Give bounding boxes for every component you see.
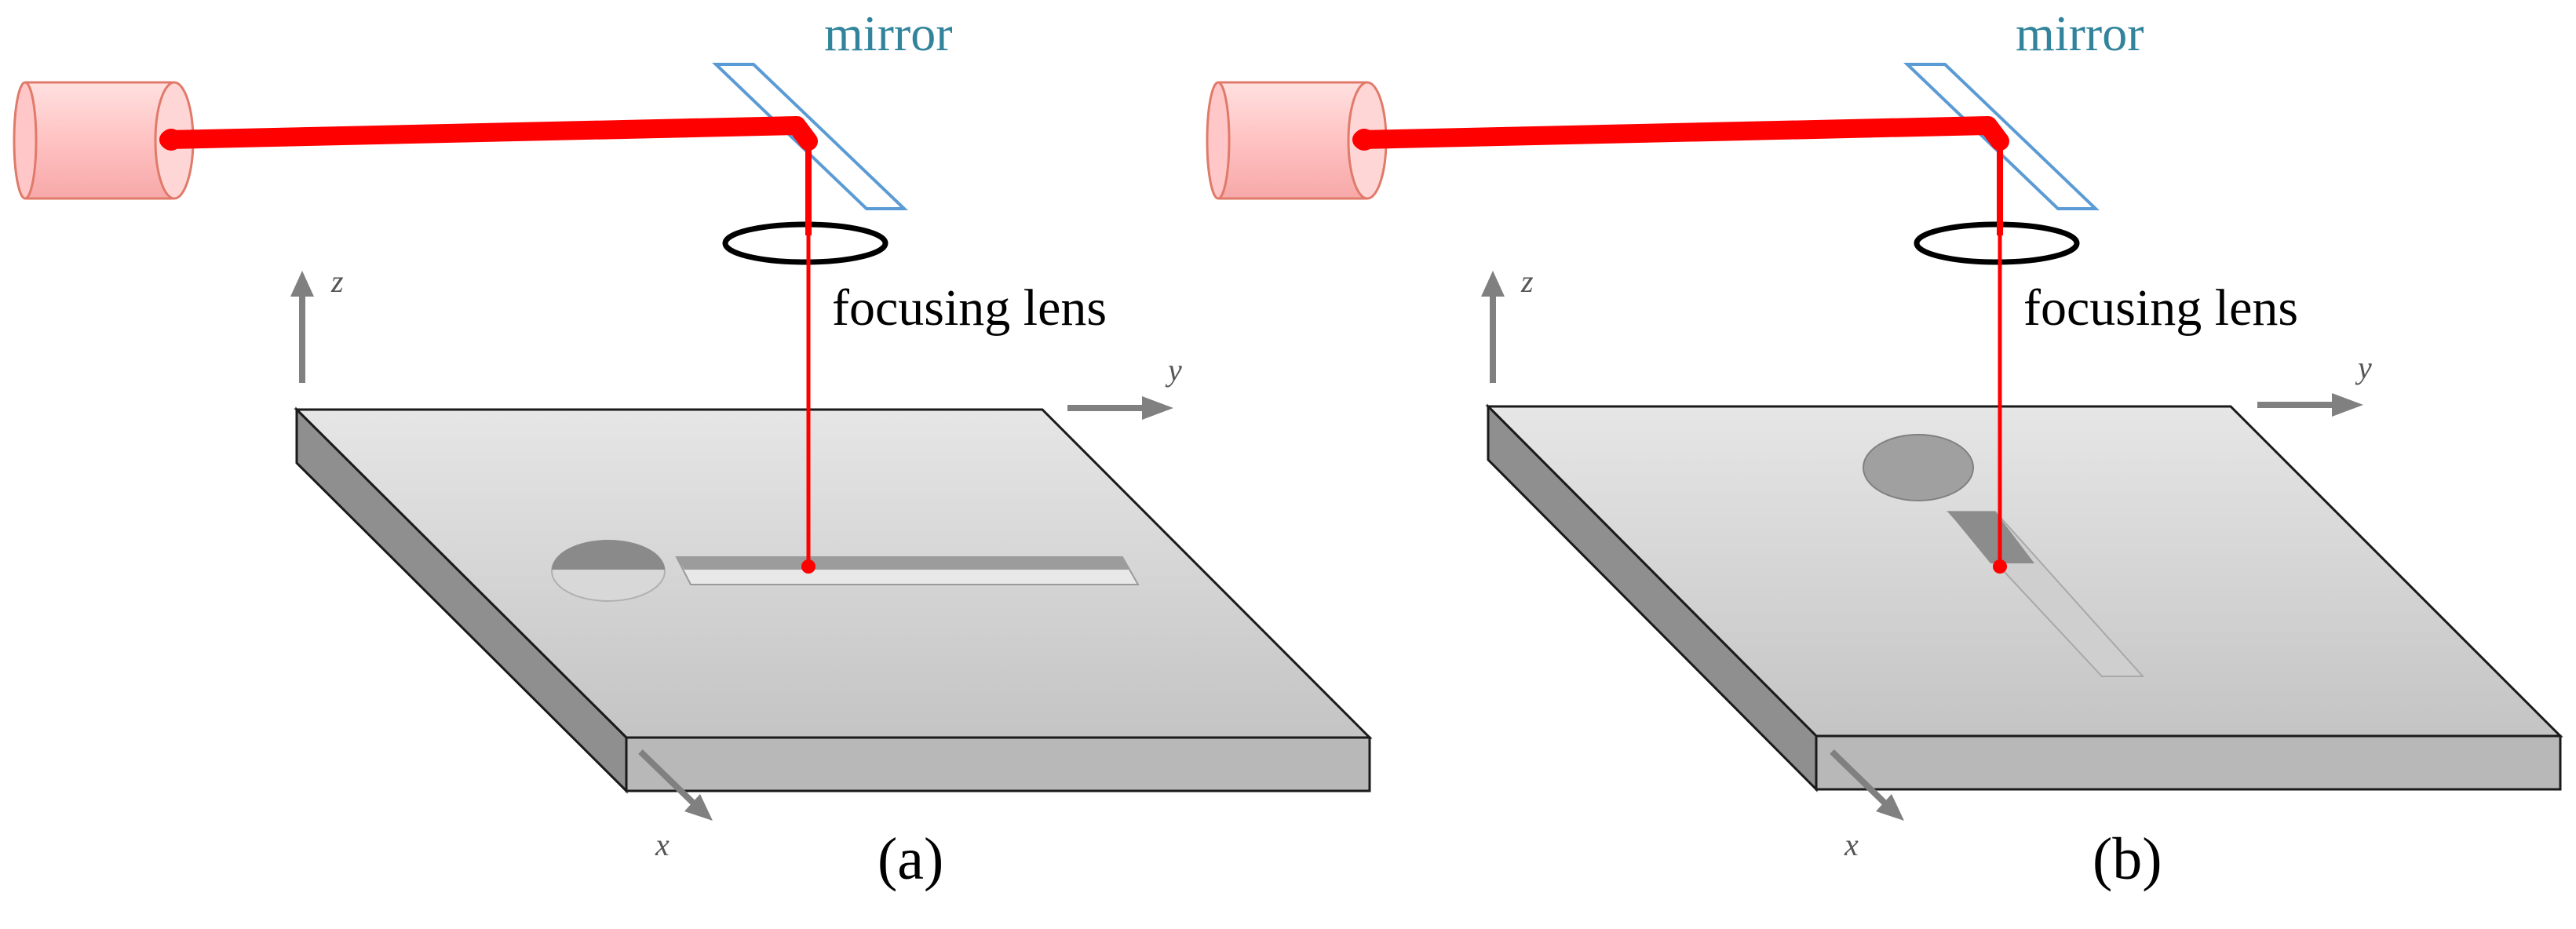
panel-b: mirror focusing lens z y x (b) [1206, 5, 2563, 892]
focus-point [801, 559, 815, 574]
plate-left-face [1487, 403, 1818, 792]
workpiece-plate [294, 406, 1373, 794]
laser-beam-horizontal [1352, 116, 2009, 151]
axis-z: z [290, 264, 344, 383]
plate-front-face [1815, 734, 2562, 791]
mirror [712, 63, 908, 210]
mirror-label: mirror [824, 5, 953, 61]
mirror [1903, 63, 2100, 210]
axis-x: x [638, 749, 713, 862]
plate-front-face [625, 736, 1371, 792]
axis-x: x [1830, 749, 1904, 862]
cut-slot [1946, 511, 2145, 677]
axis-y: y [1067, 352, 1182, 420]
axis-z: z [1481, 264, 1534, 383]
caption-a: (a) [878, 826, 943, 892]
plate-left-face [295, 406, 628, 794]
axis-y-label: y [1165, 352, 1182, 388]
axis-x-label: x [1844, 827, 1859, 862]
focus-point [1993, 559, 2007, 574]
axis-y: y [2257, 350, 2372, 417]
axis-y-label: y [2355, 350, 2372, 385]
workpiece-plate [1485, 403, 2563, 792]
laser-beam-horizontal [159, 116, 818, 151]
lens-label: focusing lens [2023, 279, 2298, 337]
cut-hole [551, 540, 666, 602]
axis-z-label: z [1520, 264, 1534, 299]
laser-source [13, 81, 195, 200]
axis-x-label: x [655, 827, 670, 862]
cut-hole [1863, 434, 1974, 501]
panel-a: mirror focusing lens z y x (a) [13, 5, 1373, 892]
lens-label: focusing lens [832, 279, 1107, 337]
cut-slot [675, 556, 1140, 585]
caption-b: (b) [2093, 826, 2162, 892]
axis-z-label: z [330, 264, 344, 299]
mirror-label: mirror [2016, 5, 2144, 61]
